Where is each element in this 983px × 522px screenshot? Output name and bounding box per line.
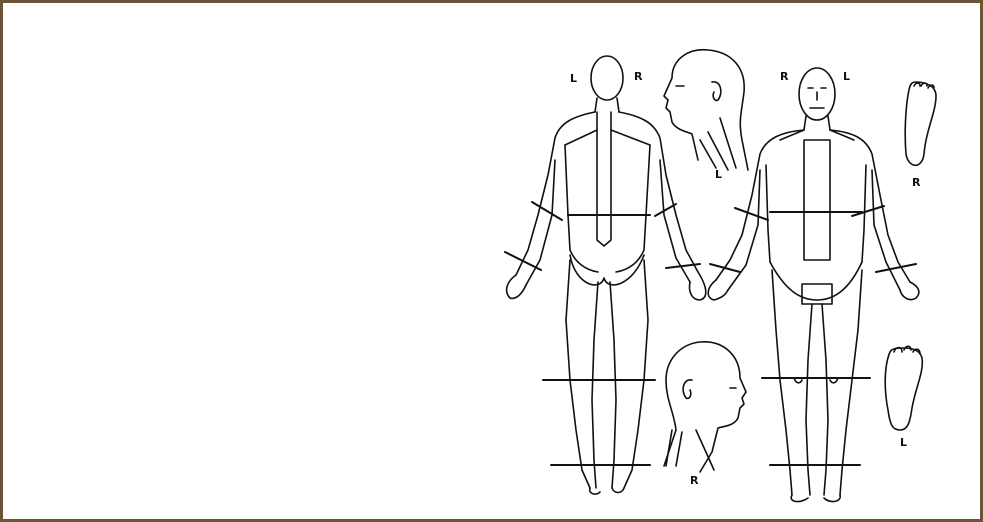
head-bottom-label: R: [690, 474, 699, 487]
front-torso-sides: [766, 165, 866, 262]
foot-top-outline: [905, 82, 936, 165]
back-view-left-label: L: [570, 72, 577, 85]
front-view-cut-lines: [710, 206, 916, 465]
front-pelvis: [770, 262, 862, 300]
front-groin-box: [802, 284, 832, 304]
foot-top-label: R: [912, 176, 921, 189]
head-bottom-outline: [664, 342, 746, 472]
front-face: [808, 88, 826, 108]
front-center-strip: [804, 140, 830, 260]
back-feet: [590, 488, 624, 494]
front-feet: [791, 495, 840, 502]
back-spine-strip: [597, 112, 611, 246]
back-head: [591, 56, 623, 100]
back-arms-inner: [526, 160, 690, 285]
head-profile-bottom: [664, 342, 746, 472]
front-right-hand: [708, 280, 728, 300]
head-bottom-ear: [683, 380, 692, 399]
back-torso-sides: [565, 145, 650, 272]
back-legs: [566, 260, 648, 488]
back-right-hand: [689, 272, 705, 300]
front-neck: [804, 116, 830, 130]
back-buttocks: [570, 255, 644, 285]
head-top-label: L: [715, 168, 722, 181]
back-scapula-lines: [565, 130, 650, 145]
front-view-figure: [708, 68, 919, 502]
front-left-hand: [900, 282, 919, 300]
head-profile-top: [664, 50, 748, 170]
head-top-neck-lines: [700, 118, 736, 170]
front-view-left-label: R: [780, 70, 789, 83]
back-view-right-label: R: [634, 70, 643, 83]
head-top-ear: [712, 82, 721, 101]
back-left-hand: [507, 275, 526, 298]
front-view-right-label: L: [843, 70, 850, 83]
foot-bottom-label: L: [900, 436, 907, 449]
foot-bottom-outline: [885, 346, 922, 430]
